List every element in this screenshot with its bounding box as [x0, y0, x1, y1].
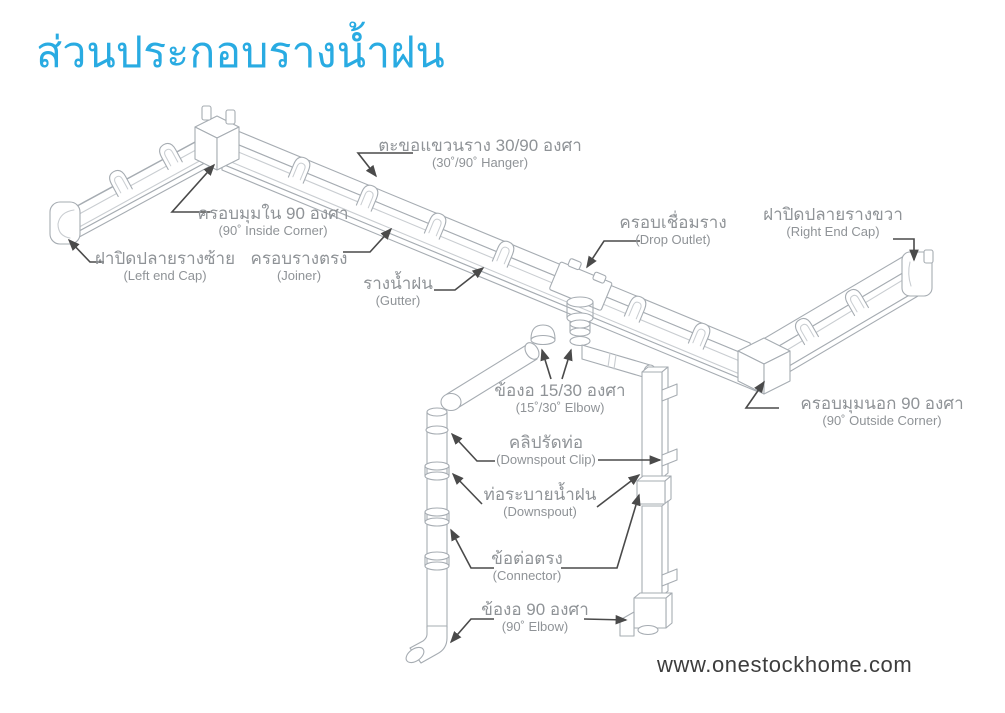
label-joiner-thai: ครอบรางตรง [250, 249, 348, 268]
leader-downspout-b [596, 474, 641, 508]
outside-corner-part [737, 337, 791, 395]
leader-hanger [356, 152, 413, 178]
left-end-cap-part [49, 201, 81, 245]
label-left-end-cap-thai: ฝาปิดปลายรางซ้าย [94, 249, 236, 268]
label-inside-corner: ครอบมุมใน 90 องศา (90˚ Inside Corner) [197, 204, 348, 239]
label-downspout-clip-thai: คลิปรัดท่อ [508, 433, 584, 452]
inside-corner-part [194, 105, 240, 171]
label-right-end-cap: ฝาปิดปลายรางขวา (Right End Cap) [763, 205, 903, 240]
label-hanger-thai: ตะขอแขวนราง 30/90 องศา [378, 136, 582, 155]
label-elbow-15-30-eng: (15˚/30˚ Elbow) [515, 400, 605, 416]
leader-right-end-cap [893, 238, 919, 262]
elbow-90-left-part [405, 625, 448, 664]
label-inside-corner-thai: ครอบมุมใน 90 องศา [197, 204, 349, 223]
leader-elbow-90-a [449, 618, 494, 644]
pipe-socket [424, 551, 450, 571]
label-outside-corner: ครอบมุมนอก 90 องศา (90˚ Outside Corner) [800, 394, 963, 429]
website-watermark: www.onestockhome.com [657, 652, 913, 677]
label-gutter-thai: รางน้ำฝน [363, 274, 433, 293]
label-inside-corner-eng: (90˚ Inside Corner) [218, 223, 328, 239]
elbow-90-right-part [619, 592, 673, 637]
page-title: ส่วนประกอบรางน้ำฝน [36, 29, 445, 77]
leader-drop-outlet [586, 240, 640, 269]
label-joiner-eng: (Joiner) [276, 268, 322, 284]
leader-left-end-cap [67, 238, 104, 263]
right-downspout-part [619, 366, 678, 637]
leader-elbow-15-30-a [540, 348, 552, 380]
drop-outlet-part [549, 258, 613, 337]
label-downspout-clip: คลิปรัดท่อ (Downspout Clip) [496, 433, 596, 468]
leader-connector-b [561, 493, 641, 569]
leader-elbow-15-30-b [561, 348, 573, 380]
label-downspout: ท่อระบายน้ำฝน (Downspout) [484, 485, 597, 520]
label-right-end-cap-eng: (Right End Cap) [786, 224, 880, 240]
pipe-socket [424, 507, 450, 527]
label-hanger: ตะขอแขวนราง 30/90 องศา (30˚/90˚ Hanger) [378, 136, 582, 171]
connector-right-part [636, 475, 672, 505]
label-gutter-eng: (Gutter) [375, 293, 421, 309]
leader-joiner [343, 227, 393, 253]
label-joiner: ครอบรางตรง (Joiner) [251, 249, 348, 284]
label-downspout-eng: (Downspout) [503, 504, 577, 520]
label-left-end-cap-eng: (Left end Cap) [123, 268, 207, 284]
leader-downspout-a [451, 472, 483, 505]
label-right-end-cap-thai: ฝาปิดปลายรางขวา [763, 205, 903, 224]
label-drop-outlet-thai: ครอบเชื่อมราง [619, 213, 727, 232]
label-downspout-thai: ท่อระบายน้ำฝน [483, 485, 597, 504]
label-elbow-90-thai: ข้องอ 90 องศา [481, 600, 589, 619]
label-left-end-cap: ฝาปิดปลายรางซ้าย (Left end Cap) [95, 249, 235, 284]
leader-gutter [434, 267, 485, 291]
leader-outside-corner [744, 380, 779, 409]
label-outside-corner-eng: (90˚ Outside Corner) [822, 413, 942, 429]
leader-connector-a [450, 528, 494, 569]
label-outside-corner-thai: ครอบมุมนอก 90 องศา [800, 394, 964, 413]
leader-elbow-90-b [583, 614, 628, 625]
pipe-socket [424, 461, 450, 481]
label-elbow-15-30: ข้องอ 15/30 องศา (15˚/30˚ Elbow) [494, 381, 625, 416]
label-elbow-90: ข้องอ 90 องศา (90˚ Elbow) [481, 600, 589, 635]
label-hanger-eng: (30˚/90˚ Hanger) [431, 155, 529, 171]
leader-lines [67, 152, 919, 644]
label-connector-thai: ข้อต่อตรง [491, 549, 563, 568]
label-gutter: รางน้ำฝน (Gutter) [363, 274, 433, 309]
left-downspout-part [405, 407, 450, 664]
leader-inside-corner [170, 163, 216, 213]
right-end-cap-part [901, 249, 934, 297]
gutter-run-main [215, 121, 757, 392]
label-elbow-90-eng: (90˚ Elbow) [501, 619, 569, 635]
elbow-15-30-part [530, 324, 556, 346]
label-connector: ข้อต่อตรง (Connector) [491, 549, 563, 584]
label-drop-outlet: ครอบเชื่อมราง (Drop Outlet) [619, 213, 726, 248]
label-downspout-clip-eng: (Downspout Clip) [496, 452, 596, 468]
left-angled-pipe-part [440, 342, 540, 412]
leader-clip-a [450, 432, 495, 462]
label-connector-eng: (Connector) [492, 568, 562, 584]
label-drop-outlet-eng: (Drop Outlet) [635, 232, 711, 248]
label-elbow-15-30-thai: ข้องอ 15/30 องศา [494, 381, 626, 400]
